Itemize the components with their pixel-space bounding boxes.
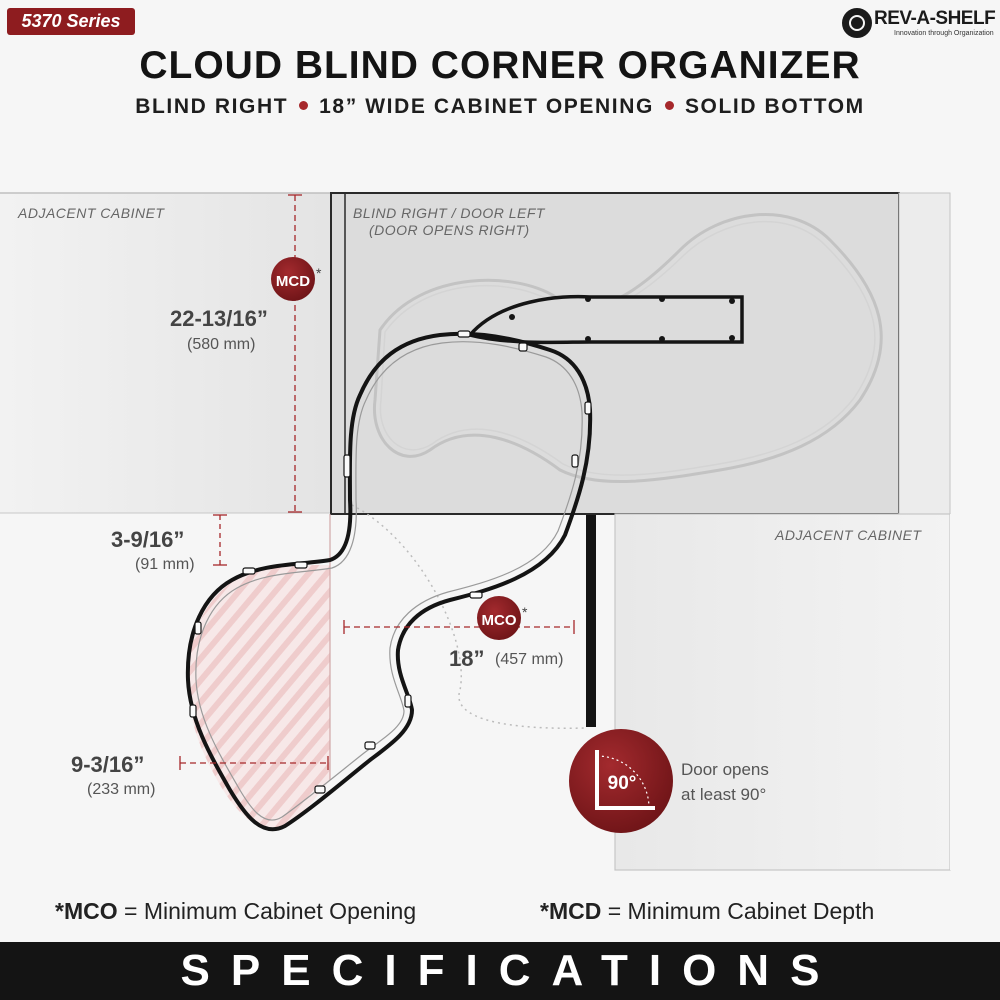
opening-dimension-mm: (457 mm) bbox=[495, 651, 564, 668]
subtitle: BLIND RIGHT 18” WIDE CABINET OPENING SOLID… bbox=[0, 95, 1000, 119]
page-title: CLOUD BLIND CORNER ORGANIZER bbox=[139, 44, 861, 87]
legend-mco-text: = Minimum Cabinet Opening bbox=[124, 898, 417, 924]
logo-mark-icon bbox=[842, 8, 872, 38]
adjacent-cabinet-top-label: ADJACENT CABINET bbox=[18, 205, 165, 221]
subtitle-item-2: 18” WIDE CABINET OPENING bbox=[319, 95, 654, 118]
bullet-icon bbox=[299, 100, 309, 110]
mcd-asterisk: * bbox=[316, 265, 322, 281]
blind-label-line2: (DOOR OPENS RIGHT) bbox=[369, 222, 530, 238]
shelf-dimension: 9-3/16” bbox=[71, 752, 145, 777]
offset-dimension-mm: (91 mm) bbox=[135, 556, 195, 573]
door-note-line2: at least 90° bbox=[681, 785, 767, 804]
legend-mco-key: *MCO bbox=[55, 898, 118, 924]
brand-logo: REV-A-SHELF Innovation through Organizat… bbox=[842, 8, 996, 40]
offset-dimension: 3-9/16” bbox=[111, 527, 185, 552]
subtitle-item-1: BLIND RIGHT bbox=[135, 95, 289, 118]
blind-label-line1: BLIND RIGHT / DOOR LEFT bbox=[353, 205, 545, 221]
footer-title: SPECIFICATIONS bbox=[180, 946, 841, 995]
shelf-dimension-mm: (233 mm) bbox=[87, 781, 156, 798]
door-note-line1: Door opens bbox=[681, 760, 769, 779]
dimension-lines bbox=[179, 194, 575, 770]
mcd-badge bbox=[271, 257, 315, 301]
legend-mcd: *MCD = Minimum Cabinet Depth bbox=[540, 898, 874, 925]
subtitle-item-3: SOLID BOTTOM bbox=[684, 95, 865, 118]
swing-arc bbox=[351, 504, 586, 729]
depth-dimension-mm: (580 mm) bbox=[187, 336, 256, 353]
adjacent-cabinet-right bbox=[614, 513, 951, 871]
adjacent-cabinet-right-label: ADJACENT CABINET bbox=[775, 527, 922, 543]
brand-tagline: Innovation through Organization bbox=[894, 30, 994, 37]
footer-bar: SPECIFICATIONS bbox=[0, 942, 1000, 1000]
opening-dimension: 18” bbox=[449, 646, 485, 671]
mco-asterisk: * bbox=[522, 604, 528, 620]
legend-mco: *MCO = Minimum Cabinet Opening bbox=[55, 898, 416, 925]
door-angle-label: 90° bbox=[608, 773, 637, 794]
cabinet-diagram: MCD * MCO * 90° bbox=[0, 192, 951, 871]
blind-corner-cabinet bbox=[330, 192, 900, 515]
brand-name: REV-A-SHELF bbox=[874, 8, 996, 29]
bullet-icon bbox=[664, 100, 674, 110]
shelf-clearance-area bbox=[188, 565, 330, 829]
cabinet-door bbox=[586, 515, 596, 727]
depth-dimension: 22-13/16” bbox=[170, 306, 268, 331]
right-angle-icon bbox=[595, 750, 655, 810]
mcd-badge-label: MCD bbox=[276, 273, 310, 290]
mco-badge bbox=[477, 596, 521, 640]
mco-badge-label: MCO bbox=[482, 612, 517, 629]
legend-mcd-text: = Minimum Cabinet Depth bbox=[607, 898, 875, 924]
series-badge: 5370 Series bbox=[7, 8, 135, 35]
legend-mcd-key: *MCD bbox=[540, 898, 602, 924]
adjacent-cabinet-top bbox=[0, 193, 330, 513]
